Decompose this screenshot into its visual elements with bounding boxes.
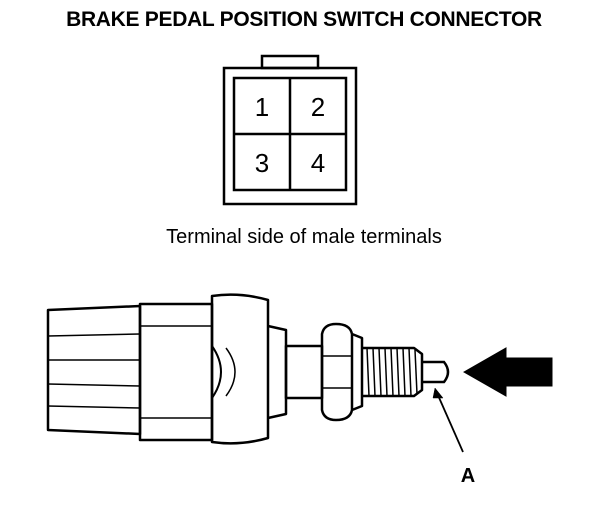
lock-nut	[320, 322, 354, 422]
callout-label-a: A	[461, 465, 475, 487]
threaded-rod	[362, 346, 424, 398]
switch-main-body	[138, 302, 214, 442]
terminal-3-label: 3	[255, 148, 269, 178]
plunger-tip	[422, 360, 450, 384]
connector-lock-tab	[260, 54, 320, 70]
callout-leader	[432, 387, 464, 453]
switch-step	[267, 324, 288, 420]
switch-flange	[210, 293, 270, 445]
push-direction-arrow-icon	[462, 347, 553, 397]
terminal-1-label: 1	[255, 92, 269, 122]
switch-body	[46, 293, 424, 445]
switch-shaft	[284, 344, 324, 400]
rod-threads	[366, 347, 418, 397]
diagram-title: BRAKE PEDAL POSITION SWITCH CONNECTOR	[66, 8, 542, 31]
terminal-2-label: 2	[311, 92, 325, 122]
switch-rear-housing	[46, 304, 142, 436]
connector-housing	[222, 66, 358, 206]
connector-face	[222, 54, 358, 206]
terminal-4-label: 4	[311, 148, 325, 178]
connector-caption: Terminal side of male terminals	[166, 226, 442, 248]
